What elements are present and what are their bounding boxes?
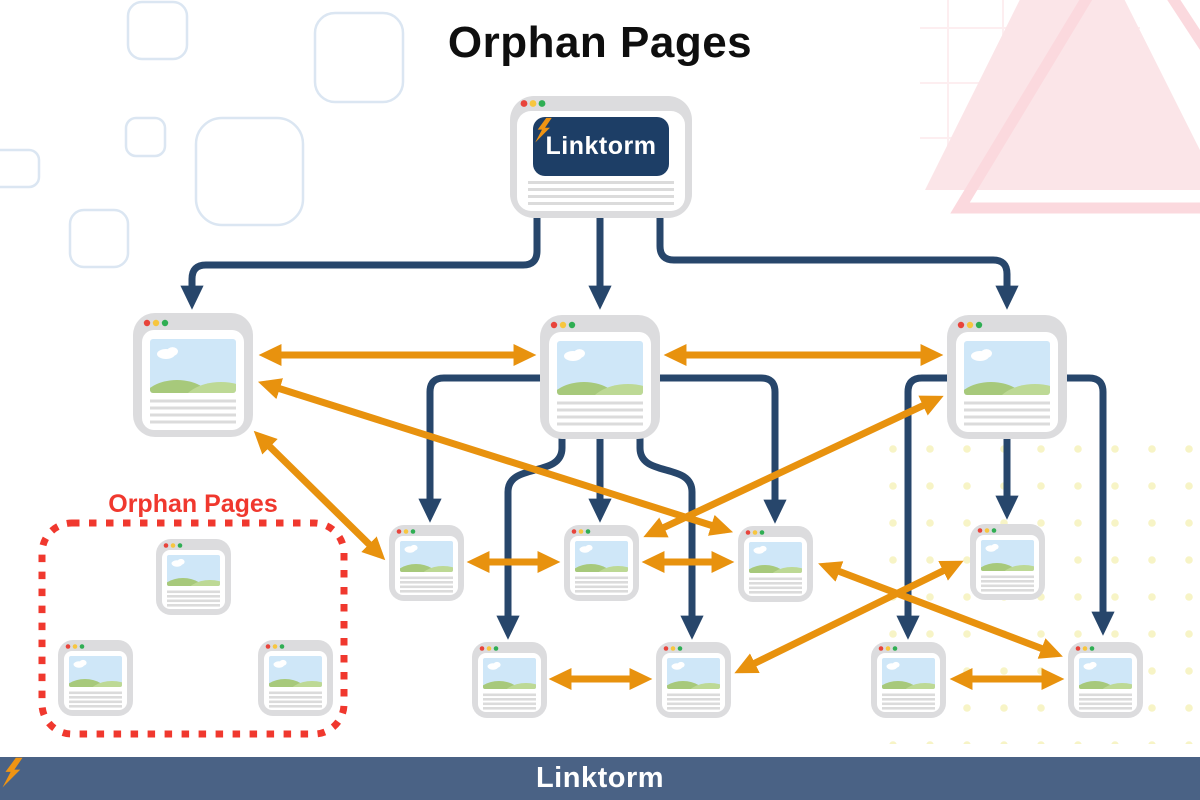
- orphan-page-card: [156, 539, 234, 615]
- footer-bar: Link torm: [0, 757, 1200, 800]
- linkstorm-logo: Link torm: [533, 117, 669, 176]
- lightning-bolt-icon: [535, 117, 552, 143]
- page-card: [564, 525, 642, 601]
- page-title: Orphan Pages: [447, 18, 753, 67]
- logo-prefix: Link: [545, 132, 599, 160]
- page-card: [540, 315, 669, 439]
- orphan-page-card: [258, 640, 336, 716]
- logo-suffix: torm: [597, 762, 665, 794]
- rounded-square-decorations: [0, 0, 405, 269]
- page-card: [133, 313, 262, 437]
- cross-link-arrows: [253, 344, 1065, 690]
- orphan-pages-box: [38, 519, 348, 738]
- page-card: [389, 525, 467, 601]
- lightning-bolt-icon: [2, 757, 23, 788]
- page-card: [656, 642, 734, 718]
- page-card: [1068, 642, 1146, 718]
- orphan-pages-label: Orphan Pages: [108, 490, 278, 518]
- page-card: [738, 526, 816, 602]
- page-card: [472, 642, 550, 718]
- logo-prefix: Link: [535, 762, 598, 794]
- logo-suffix: torm: [598, 132, 657, 160]
- page-card: [970, 524, 1048, 600]
- page-card: [947, 315, 1076, 439]
- page-card: [871, 642, 949, 718]
- orphan-page-card: [58, 640, 136, 716]
- pink-triangle-outline-decoration: [950, 0, 1200, 214]
